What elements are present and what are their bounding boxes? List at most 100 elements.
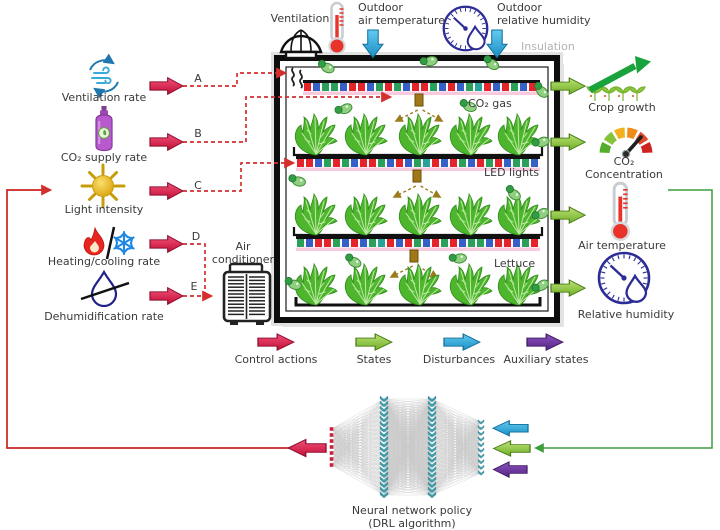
sun-icon [80,163,126,209]
policy-disturbance-input-arrow [492,419,529,437]
nn-node [379,471,389,478]
nn-node [379,415,389,423]
crop-growth-label: Crop growth [588,101,656,114]
led-cell [522,239,529,247]
co2-spread-arrow [422,109,444,122]
led-cell [369,159,376,167]
led-cell [394,83,401,91]
nn-node [379,405,389,413]
led-cell [511,83,518,91]
led-cell [331,83,338,91]
ventilation-turbine-icon [279,29,323,60]
nn-node [427,436,437,443]
led-cell [358,83,365,91]
nn-node [427,420,437,428]
nn-node [379,425,389,433]
nn-node [379,410,389,418]
gauge-segment [612,126,626,141]
nn-node [427,466,437,473]
nn-output-node [329,445,334,449]
led-cell [457,83,464,91]
nn-node [427,486,437,494]
air-temperature-label: Air temperature [578,239,666,252]
nn-output-node [329,451,334,455]
led-cell [477,239,484,247]
led-cell [376,83,383,91]
nn-node [477,459,485,465]
nn-node [379,400,389,408]
lettuce-label: Lettuce [494,257,536,270]
insulation-outline [271,52,563,326]
nn-node [379,446,389,453]
outdoor-rh-line2: relative humidity [497,13,591,27]
led-cell [396,239,403,247]
nn-node [379,395,389,403]
led-cell [297,159,304,167]
co2-nozzle [412,169,422,183]
led-cell [412,83,419,91]
led-cell [531,159,538,167]
nn-output-node [329,457,334,461]
co2-concentration-label: CO₂ Concentration [569,155,679,182]
policy-to-controls-feedback-line [6,184,289,449]
nn-node [427,451,437,458]
nn-node [379,481,389,489]
nn-node [379,456,389,463]
led-cell [324,159,331,167]
chamber-inner-wall [285,66,549,312]
led-cell [313,83,320,91]
nn-node [427,415,437,423]
led-cell [405,239,412,247]
led-cell [448,83,455,91]
led-cell [414,159,421,167]
co2-supply-rate-label: CO₂ supply rate [60,151,148,164]
nn-node [427,400,437,408]
led-cell [520,83,527,91]
nn-node [427,395,437,403]
chamber-contents [282,53,552,307]
co2-bottle-icon [95,106,113,152]
nn-node [477,464,485,470]
policy-state-input-arrow [492,440,531,457]
led-bar [296,236,540,239]
led-cell [441,159,448,167]
led-cell [405,159,412,167]
nn-node [379,451,389,458]
co2-gas-label: CO₂ gas [468,97,512,110]
nn-node [427,425,437,433]
outdoor-air-temperature-label: Outdoor air temperature [358,1,458,28]
policy-auxiliary-input-arrow [492,461,528,478]
nn-node [379,491,389,499]
control-letter-A: A [194,72,202,85]
led-cell [531,239,538,247]
control-letter-D: D [191,230,201,243]
co2-concentration-line2: Concentration [585,167,663,181]
led-cell [306,239,313,247]
led-cell [421,83,428,91]
snowflake-icon [113,230,135,256]
led-cell [513,159,520,167]
led-cell [495,159,502,167]
led-cell [297,239,304,247]
states-to-policy-feedback-line [534,189,713,453]
nn-node [477,470,485,476]
led-cell [459,159,466,167]
gauge-segment [639,140,654,154]
route-B [183,91,393,143]
led-cell [522,159,529,167]
nn-node [379,420,389,428]
led-cell [414,239,421,247]
led-cell [430,83,437,91]
nn-node [427,410,437,418]
co2-concentration-line1: CO₂ [613,155,635,168]
co2-nozzle [409,249,419,263]
air-conditioner-label: Air conditioner [211,240,275,266]
nn-node [379,486,389,494]
led-cell [367,83,374,91]
led-cell [324,239,331,247]
nn-node [427,481,437,489]
nn-node [477,453,485,459]
nn-node [379,431,389,438]
outdoor-rh-line1: Outdoor [497,1,542,14]
flame-icon [83,226,105,256]
